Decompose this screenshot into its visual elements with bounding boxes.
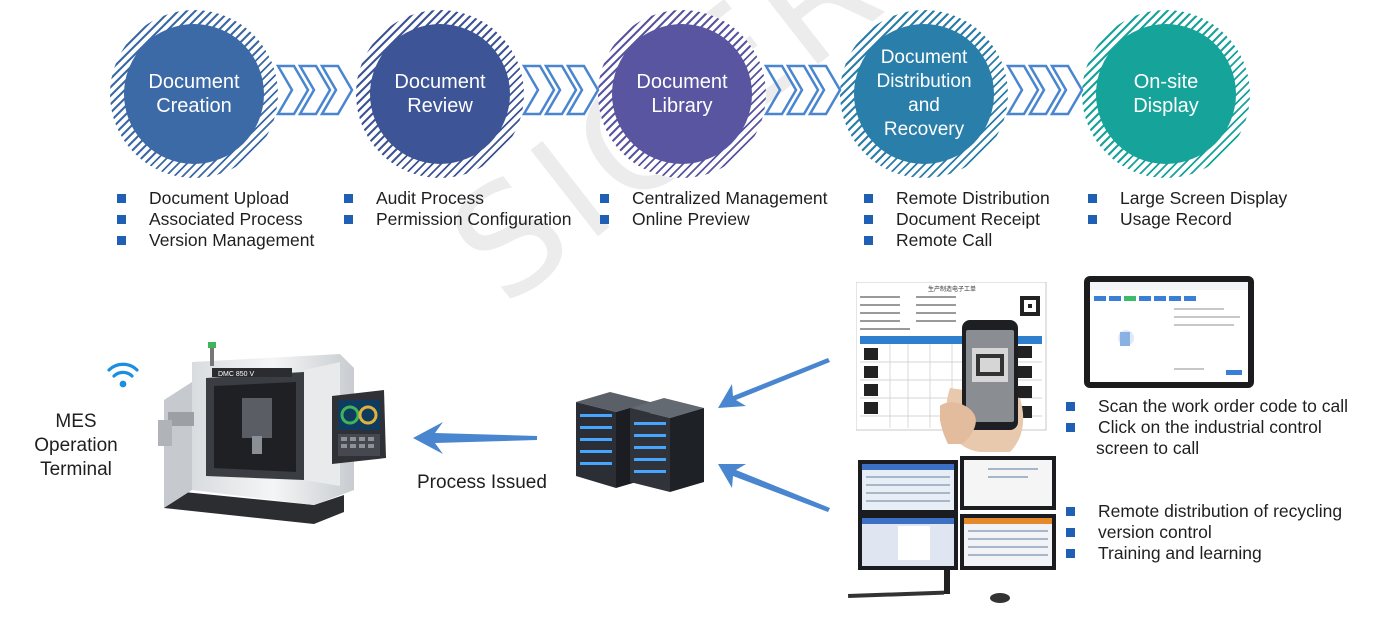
feature-item: Permission Configuration bbox=[344, 209, 572, 230]
feature-item: Associated Process bbox=[117, 209, 314, 230]
step-feature-list: Centralized Management Online Preview bbox=[600, 188, 828, 230]
step-label: Document Library bbox=[612, 24, 752, 164]
step-label: Document Creation bbox=[124, 24, 264, 164]
step-feature-list: Document Upload Associated Process Versi… bbox=[117, 188, 314, 251]
tablet-screen-image bbox=[1084, 276, 1256, 395]
chevron-arrow-icon bbox=[275, 62, 354, 118]
step-label: On-site Display bbox=[1096, 24, 1236, 164]
feature-item: Usage Record bbox=[1088, 209, 1287, 230]
step-document-creation: Document Creation bbox=[110, 10, 278, 178]
process-issued-label: Process Issued bbox=[417, 472, 547, 493]
feature-item: Scan the work order code to call bbox=[1066, 396, 1348, 417]
mes-terminal-label: MES Operation Terminal bbox=[34, 411, 118, 480]
feature-item: Remote Distribution bbox=[864, 188, 1050, 209]
distribution-feature-list: Remote distribution of recycling version… bbox=[1066, 501, 1342, 564]
chevron-arrow-icon bbox=[1005, 62, 1084, 118]
feature-item: Centralized Management bbox=[600, 188, 828, 209]
phone-scan-image bbox=[939, 318, 1030, 459]
process-issued-arrow bbox=[413, 420, 537, 461]
feature-item: Remote Call bbox=[864, 230, 1050, 251]
feature-item: Audit Process bbox=[344, 188, 572, 209]
feature-item-continuation: screen to call bbox=[1096, 438, 1200, 458]
feature-item: Online Preview bbox=[600, 209, 828, 230]
server-icon bbox=[568, 388, 712, 499]
step-feature-list: Large Screen Display Usage Record bbox=[1088, 188, 1287, 230]
feature-item: Document Upload bbox=[117, 188, 314, 209]
inbound-arrow-upper bbox=[716, 356, 832, 419]
inbound-arrow-lower bbox=[716, 460, 832, 519]
chevron-arrow-icon bbox=[763, 62, 842, 118]
feature-item: Large Screen Display bbox=[1088, 188, 1287, 209]
wifi-icon bbox=[106, 360, 140, 395]
feature-item: Training and learning bbox=[1066, 543, 1342, 564]
monitor-wall-image bbox=[847, 456, 1058, 611]
step-document-distribution: Document Distribution and Recovery bbox=[840, 10, 1008, 178]
feature-item: Click on the industrial control bbox=[1066, 417, 1348, 438]
chevron-arrow-icon bbox=[521, 62, 600, 118]
step-label: Document Review bbox=[370, 24, 510, 164]
step-feature-list: Remote Distribution Document Receipt Rem… bbox=[864, 188, 1050, 251]
cnc-machine-image: DMC 850 V bbox=[154, 340, 390, 531]
step-document-library: Document Library bbox=[598, 10, 766, 178]
feature-item: Document Receipt bbox=[864, 209, 1050, 230]
step-document-review: Document Review bbox=[356, 10, 524, 178]
feature-item: version control bbox=[1066, 522, 1342, 543]
work-order-title: 生产制造电子工单 bbox=[928, 285, 976, 293]
step-feature-list: Audit Process Permission Configuration bbox=[344, 188, 572, 230]
step-on-site-display: On-site Display bbox=[1082, 10, 1250, 178]
feature-item: Version Management bbox=[117, 230, 314, 251]
call-feature-list: Scan the work order code to call Click o… bbox=[1066, 396, 1348, 459]
feature-item: Remote distribution of recycling bbox=[1066, 501, 1342, 522]
step-label: Document Distribution and Recovery bbox=[854, 24, 994, 164]
machine-brand-text: DMC 850 V bbox=[218, 371, 255, 378]
